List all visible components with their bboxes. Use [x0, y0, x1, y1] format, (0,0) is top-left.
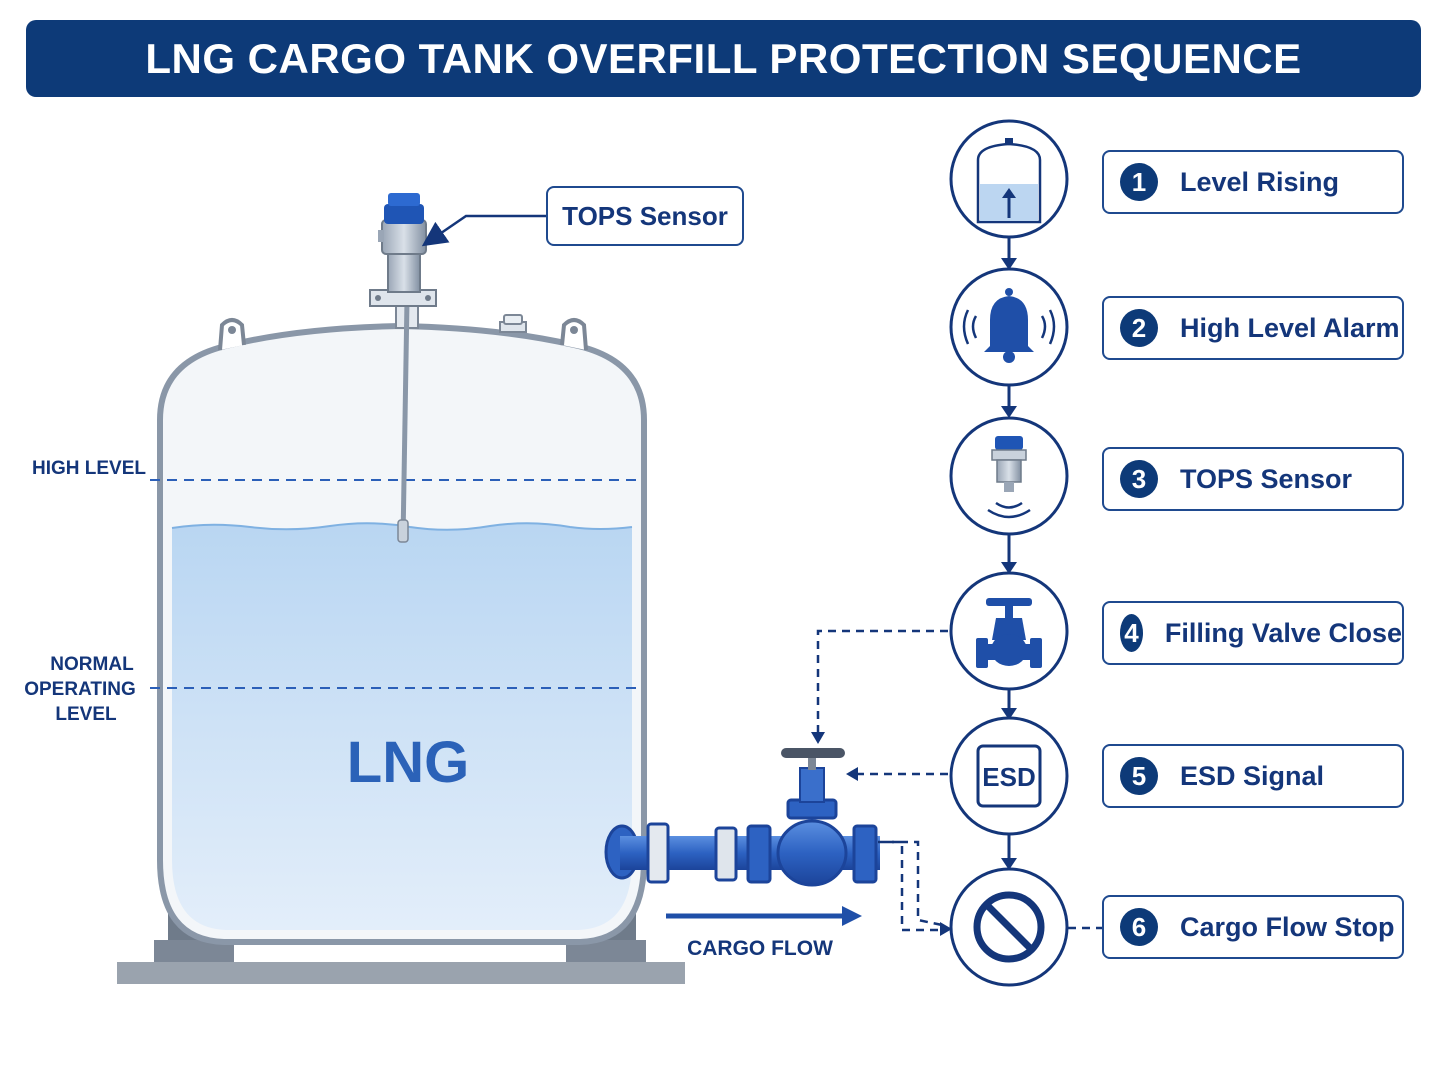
ground-base: [117, 962, 685, 984]
step-3-label: TOPS Sensor: [1180, 463, 1353, 494]
step-1-number: 1: [1120, 163, 1158, 201]
step-2-label: High Level Alarm: [1180, 312, 1400, 343]
high-level-label: HIGH LEVEL: [32, 458, 146, 479]
step-5-number: 5: [1120, 757, 1158, 795]
tops-sensor-assembly: [369, 193, 437, 543]
step-5-label: ESD Signal: [1180, 760, 1325, 791]
lng-label: LNG: [347, 730, 469, 795]
prohibited-icon: [973, 891, 1045, 963]
step-3-number: 3: [1120, 460, 1158, 498]
tank-level-rising-icon: [976, 138, 1042, 224]
step-6-box: 6 Cargo Flow Stop: [1102, 895, 1404, 959]
step-3-box: 3 TOPS Sensor: [1102, 447, 1404, 511]
cargo-flow-label: CARGO FLOW: [687, 937, 833, 960]
normal-level-label-1: NORMAL: [50, 654, 134, 675]
esd-icon: ESD: [976, 744, 1042, 808]
tops-sensor-callout: TOPS Sensor: [546, 186, 744, 246]
normal-level-label-3: LEVEL: [55, 704, 117, 725]
step-6-number: 6: [1120, 908, 1158, 946]
step-4-number: 4: [1120, 614, 1143, 652]
step-4-label: Filling Valve Close: [1164, 617, 1402, 648]
liquid-surface: [171, 522, 633, 531]
step-5-box: 5 ESD Signal: [1102, 744, 1404, 808]
step-2-number: 2: [1120, 309, 1158, 347]
title-bar: LNG CARGO TANK OVERFILL PROTECTION SEQUE…: [26, 20, 1421, 97]
esd-icon-text: ESD: [982, 762, 1035, 792]
step-1-box: 1 Level Rising: [1102, 150, 1404, 214]
step-4-box: 4 Filling Valve Close: [1102, 601, 1404, 665]
tops-sensor-icon: [987, 436, 1031, 519]
tops-callout-arrow: [421, 214, 546, 247]
alarm-bell-icon: [962, 288, 1056, 363]
page-title: LNG CARGO TANK OVERFILL PROTECTION SEQUE…: [145, 34, 1302, 82]
step-6-label: Cargo Flow Stop: [1180, 911, 1395, 942]
gate-valve-icon: [976, 598, 1042, 668]
filling-valve: [776, 748, 848, 887]
step-1-label: Level Rising: [1180, 166, 1340, 197]
normal-level-label-2: OPERATING: [24, 679, 136, 700]
control-signal-lines: [816, 629, 1102, 932]
step-2-box: 2 High Level Alarm: [1102, 296, 1404, 360]
lng-liquid: [172, 523, 632, 930]
